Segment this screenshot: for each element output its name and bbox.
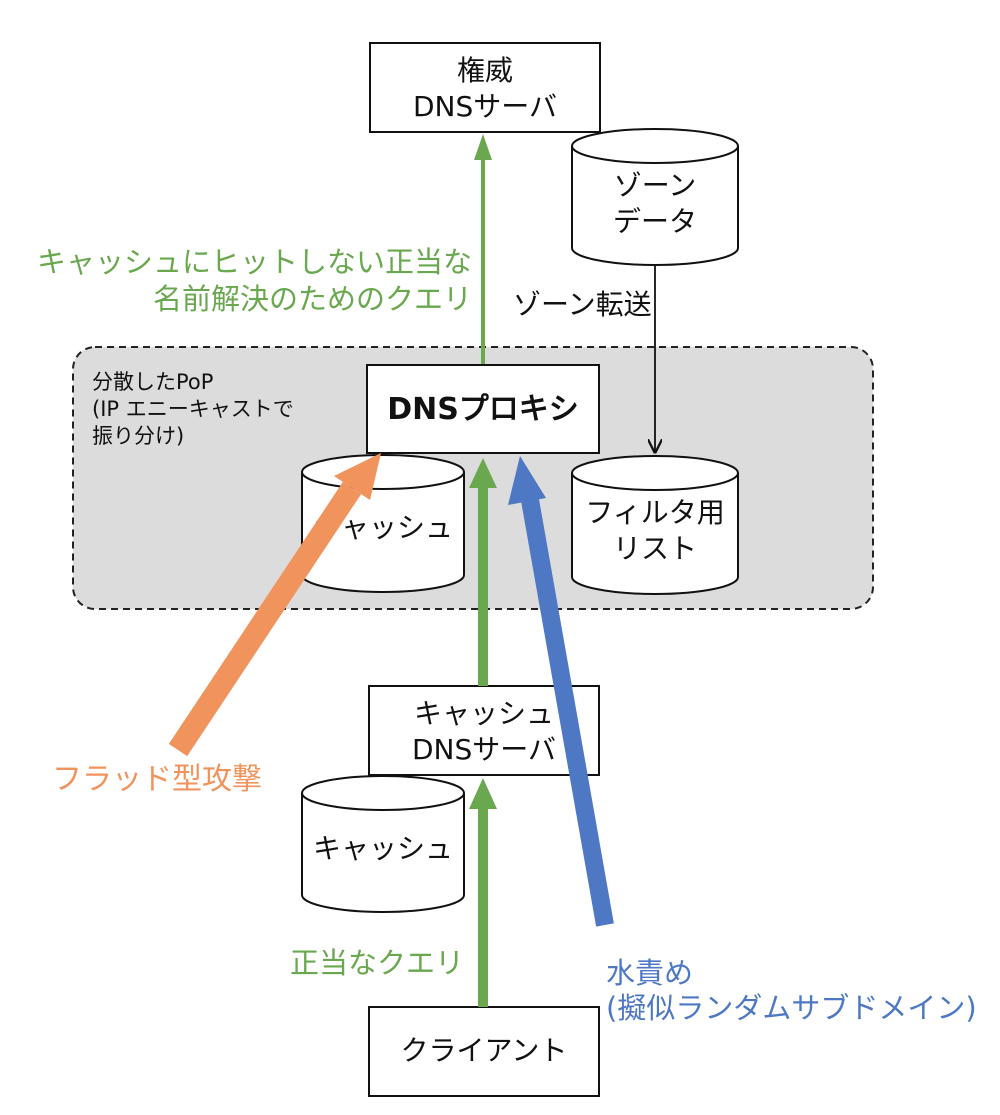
cache-to-proxy-edge — [469, 458, 497, 686]
auth-dns-server-node: 権威 DNSサーバ — [369, 42, 601, 133]
water-torture-edge: 水責め (擬似ランダムサブドメイン) — [508, 456, 977, 1025]
dns-proxy-label: DNSプロキシ — [387, 392, 579, 427]
filter-list-node: フィルタ用 リスト — [571, 455, 739, 595]
client-label: クライアント — [401, 1034, 568, 1067]
pop-group-label-line1: 分散したPoP — [92, 370, 213, 394]
flood-attack-edge: フラッド型攻撃 — [52, 453, 381, 797]
zone-data-line2: データ — [613, 205, 697, 238]
dns-proxy-node: DNSプロキシ — [366, 364, 600, 454]
zone-transfer-label: ゾーン転送 — [513, 288, 652, 321]
legit-query-edge: 正当なクエリ — [290, 778, 497, 1007]
zone-data-line1: ゾーン — [614, 169, 697, 202]
filter-list-line1: フィルタ用 — [585, 496, 724, 529]
filter-list-line2: リスト — [613, 532, 697, 565]
cache-dns-server-line1: キャッシュ — [414, 697, 554, 730]
uncached-query-edge: キャッシュにヒットしない正当な 名前解決のためのクエリ — [37, 134, 492, 364]
cache-dns-server-line2: DNSサーバ — [412, 733, 556, 766]
pop-group-label-line2: (IP エニーキャストで — [92, 397, 294, 421]
uncached-query-label-line1: キャッシュにヒットしない正当な — [37, 245, 472, 279]
pop-group-label-line3: 振り分け) — [92, 424, 184, 448]
water-torture-label-line1: 水責め — [606, 956, 693, 990]
flood-attack-label: フラッド型攻撃 — [52, 762, 262, 797]
resolver-cache-node: キャッシュ — [301, 775, 465, 913]
water-torture-label-line2: (擬似ランダムサブドメイン) — [606, 991, 977, 1025]
zone-data-node: ゾーン データ — [571, 128, 739, 266]
legit-query-label: 正当なクエリ — [290, 946, 464, 980]
auth-dns-server-line2: DNSサーバ — [413, 90, 557, 123]
resolver-cache-label: キャッシュ — [313, 832, 453, 865]
auth-dns-server-line1: 権威 — [457, 54, 513, 87]
uncached-query-label-line2: 名前解決のためのクエリ — [153, 282, 472, 316]
zone-transfer-edge: ゾーン転送 — [513, 265, 655, 452]
client-node: クライアント — [368, 1006, 600, 1097]
